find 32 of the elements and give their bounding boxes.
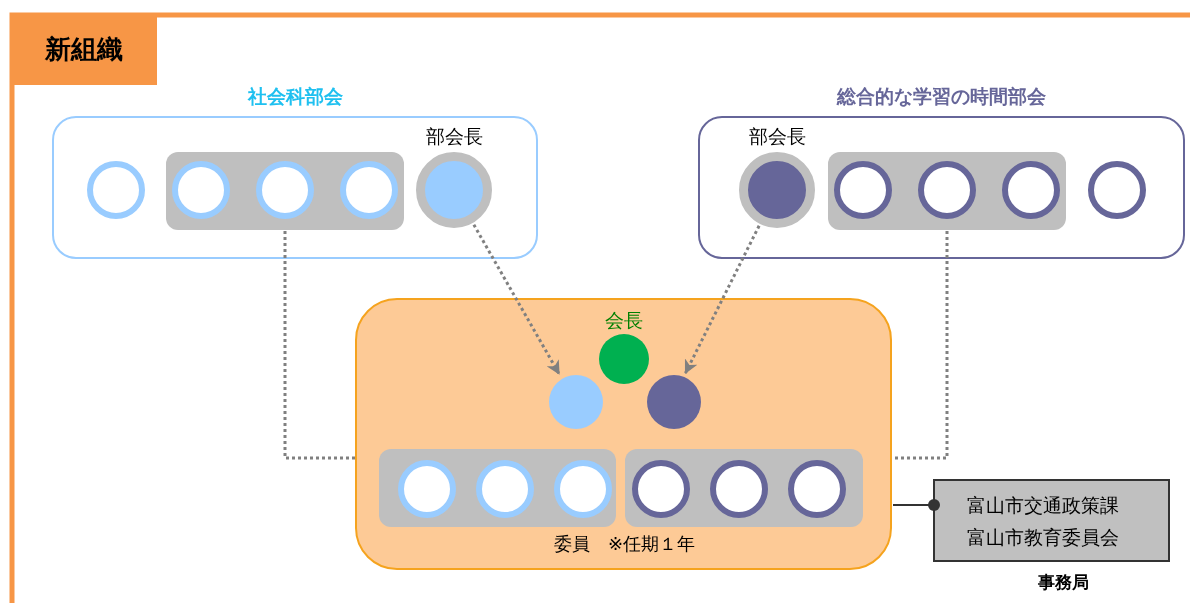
- role-label: 部会長: [424, 124, 484, 149]
- member-group: [166, 152, 404, 230]
- committee-box: [355, 298, 892, 570]
- connector-line: [892, 499, 940, 511]
- member-circle: [788, 460, 846, 518]
- member-group: [828, 152, 1066, 230]
- member-circle: [549, 375, 603, 429]
- section-heading: 総合的な学習の時間部会: [835, 84, 1047, 109]
- member-circle: [172, 161, 230, 219]
- member-circle: [834, 161, 892, 219]
- member-circle: [476, 460, 534, 518]
- member-circle: [256, 161, 314, 219]
- role-label: 部会長: [747, 124, 807, 149]
- connector-line: [892, 231, 949, 460]
- connector-line: [283, 231, 355, 460]
- member-note: 委員 ※任期１年: [552, 532, 697, 556]
- role-label: 会長: [604, 308, 644, 333]
- member-circle: [632, 460, 690, 518]
- member-circle: [918, 161, 976, 219]
- member-circle: [710, 460, 768, 518]
- office-caption: 事務局: [1036, 571, 1090, 594]
- office-box: 富山市交通政策課富山市教育委員会: [933, 479, 1170, 562]
- member-circle: [647, 375, 701, 429]
- member-circle: [554, 460, 612, 518]
- member-circle: [1002, 161, 1060, 219]
- member-group: [625, 449, 863, 527]
- member-group: [379, 449, 616, 527]
- arrow: [472, 224, 561, 375]
- member-circle: [398, 460, 456, 518]
- arrow: [684, 225, 761, 375]
- member-circle: [340, 161, 398, 219]
- section-heading: 社会科部会: [246, 84, 344, 109]
